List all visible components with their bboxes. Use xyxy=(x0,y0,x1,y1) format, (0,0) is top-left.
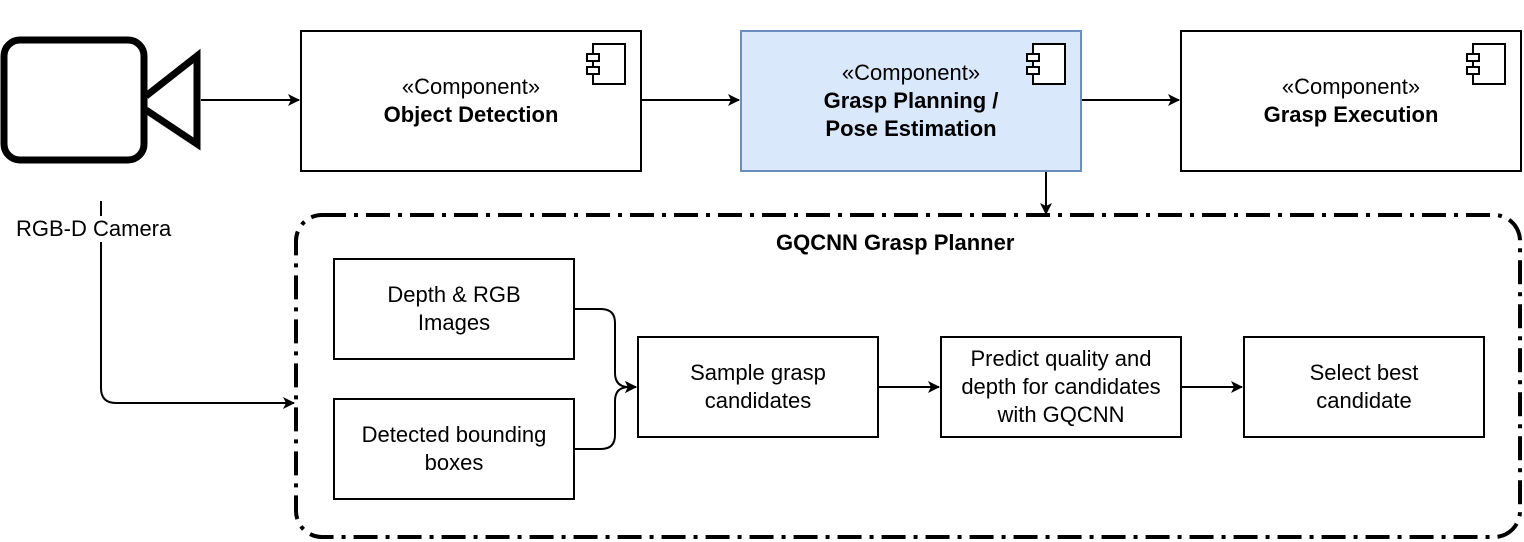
input-detected-bounding-boxes: Detected bounding boxes xyxy=(333,398,575,500)
component-icon xyxy=(1026,43,1066,85)
component-name: Grasp Planning / Pose Estimation xyxy=(823,88,999,141)
component-stereotype: «Component» xyxy=(841,60,981,85)
planner-group-frame xyxy=(294,213,1522,539)
box-text: Detected bounding boxes xyxy=(361,422,547,475)
step-predict-quality: Predict quality and depth for candidates… xyxy=(940,336,1182,438)
component-name: Object Detection xyxy=(383,102,559,127)
camera-label: RGB-D Camera xyxy=(14,216,174,242)
component-name: Grasp Execution xyxy=(1263,102,1439,127)
component-stereotype: «Component» xyxy=(1281,74,1421,99)
box-text: Depth & RGB Images xyxy=(387,282,521,335)
input-depth-rgb-images: Depth & RGB Images xyxy=(333,258,575,360)
object-detection-component: «Component» Object Detection xyxy=(300,30,642,172)
step-select-best-candidate: Select best candidate xyxy=(1243,336,1485,438)
box-text: Predict quality and depth for candidates… xyxy=(961,346,1161,427)
grasp-planning-component: «Component» Grasp Planning / Pose Estima… xyxy=(740,30,1082,172)
component-icon xyxy=(1466,43,1506,85)
box-text: Select best candidate xyxy=(1309,360,1419,413)
video-camera-icon xyxy=(0,36,201,164)
component-stereotype: «Component» xyxy=(401,74,541,99)
edge-camera-to-planner xyxy=(100,201,295,409)
edge-images-to-sample xyxy=(575,308,637,393)
edge-boxes-to-sample xyxy=(575,381,637,450)
component-icon xyxy=(586,43,626,85)
planner-title: GQCNN Grasp Planner xyxy=(776,230,1015,255)
grasp-execution-component: «Component» Grasp Execution xyxy=(1180,30,1522,172)
box-text: Sample grasp candidates xyxy=(690,360,826,413)
step-sample-grasp-candidates: Sample grasp candidates xyxy=(637,336,879,438)
